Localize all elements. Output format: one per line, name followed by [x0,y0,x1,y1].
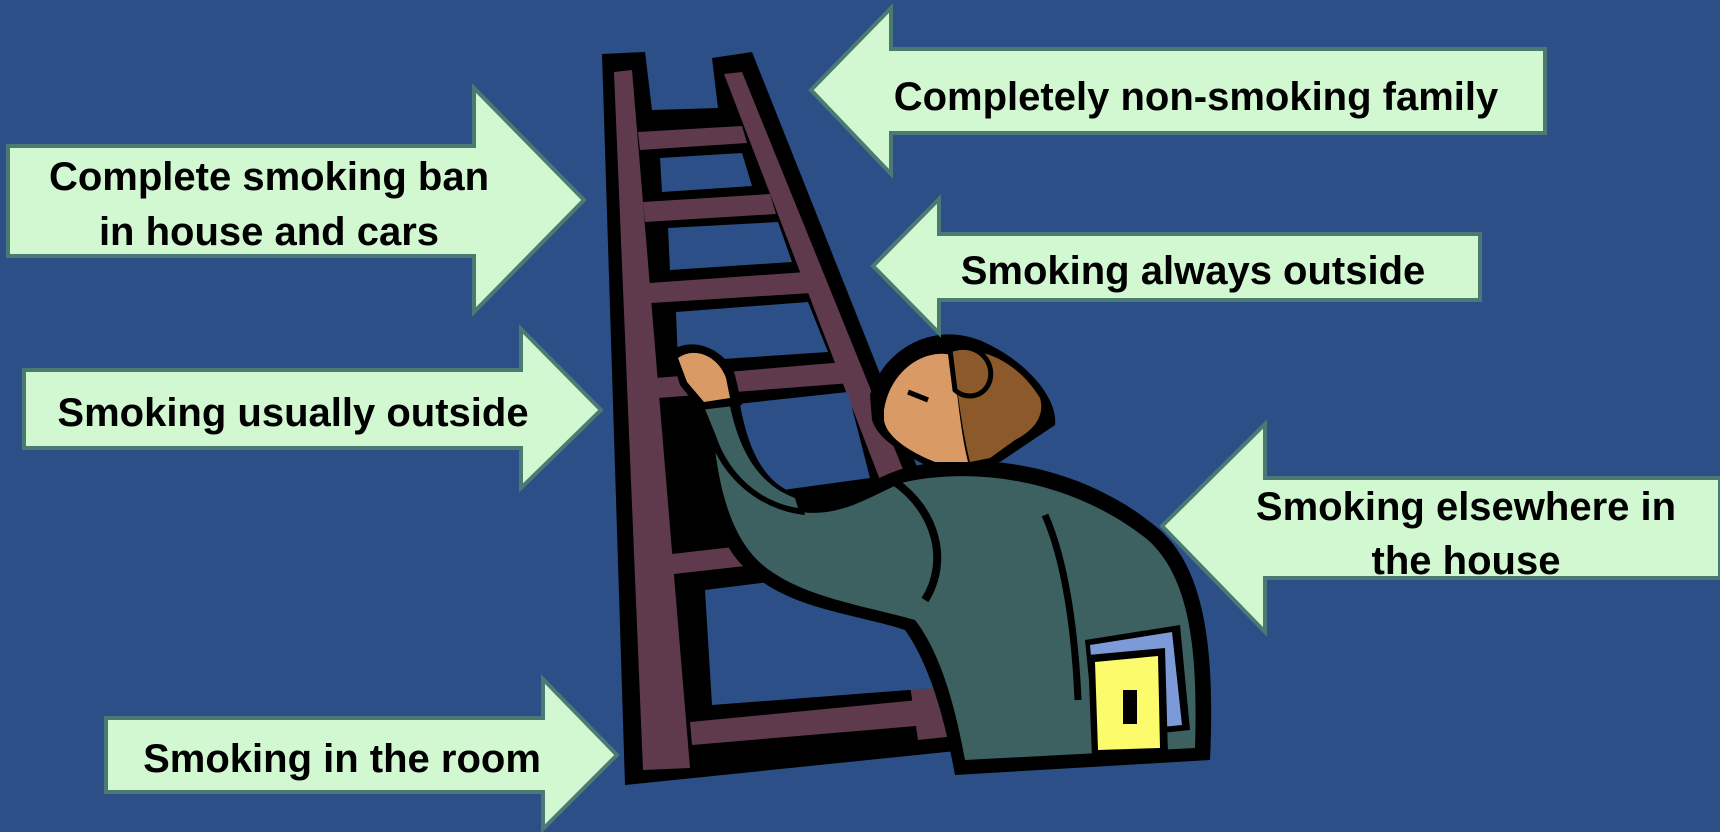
arrow-label: Smoking in the room [143,737,541,781]
pocket-tab [1123,690,1137,724]
arrow-always-outside: Smoking always outside [873,199,1480,333]
arrow-in-room: Smoking in the room [106,679,617,829]
arrow-complete-ban: Complete smoking ban in house and cars [8,88,584,312]
arrow-label-line2: in house and cars [99,210,439,254]
arrow-label-line1: Complete smoking ban [49,155,489,199]
arrow-label: Completely non-smoking family [894,75,1499,119]
person-hair-bun [950,347,991,396]
arrow-label-line1: Smoking elsewhere in [1256,485,1676,529]
arrow-label-line2: the house [1372,539,1561,583]
arrow-usually-outside: Smoking usually outside [24,329,601,488]
ladder-illustration [602,52,1211,785]
arrow-label: Smoking always outside [961,249,1426,293]
arrow-elsewhere-in-house: Smoking elsewhere in the house [1162,424,1720,632]
arrow-non-smoking-family: Completely non-smoking family [811,8,1545,174]
arrow-label: Smoking usually outside [57,391,528,435]
arrow-shape [8,88,584,312]
